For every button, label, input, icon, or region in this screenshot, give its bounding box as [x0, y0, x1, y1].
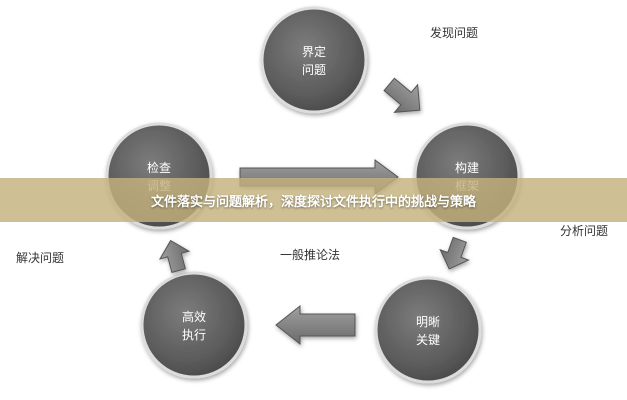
arrow-construct-to-clarify	[439, 236, 470, 270]
label-analyze: 分析问题	[560, 224, 609, 238]
banner-title: 文件落实与问题解析，深度探讨文件执行中的挑战与策略	[150, 194, 476, 210]
node-define	[260, 6, 368, 114]
arrow-define-to-construct	[383, 77, 421, 113]
label-solve: 解决问题	[16, 251, 65, 265]
node-execute	[140, 271, 248, 379]
node-define-line1: 界定	[302, 44, 326, 59]
label-discover: 发现问题	[430, 26, 479, 40]
node-execute-line1: 高效	[182, 309, 206, 324]
arrow-execute-to-check	[158, 239, 191, 273]
node-clarify-line2: 关键	[416, 333, 440, 347]
node-clarify-line1: 明晰	[416, 315, 440, 329]
node-check-line1: 检查	[147, 160, 171, 175]
node-define-line2: 问题	[302, 63, 326, 77]
label-general: 一般推论法	[280, 248, 341, 262]
node-execute-line2: 执行	[182, 328, 206, 342]
node-construct-line1: 构建	[455, 160, 479, 175]
node-clarify	[374, 276, 482, 384]
arrow-clarify-to-execute	[275, 304, 356, 346]
banner: 文件落实与问题解析，深度探讨文件执行中的挑战与策略	[0, 178, 627, 222]
